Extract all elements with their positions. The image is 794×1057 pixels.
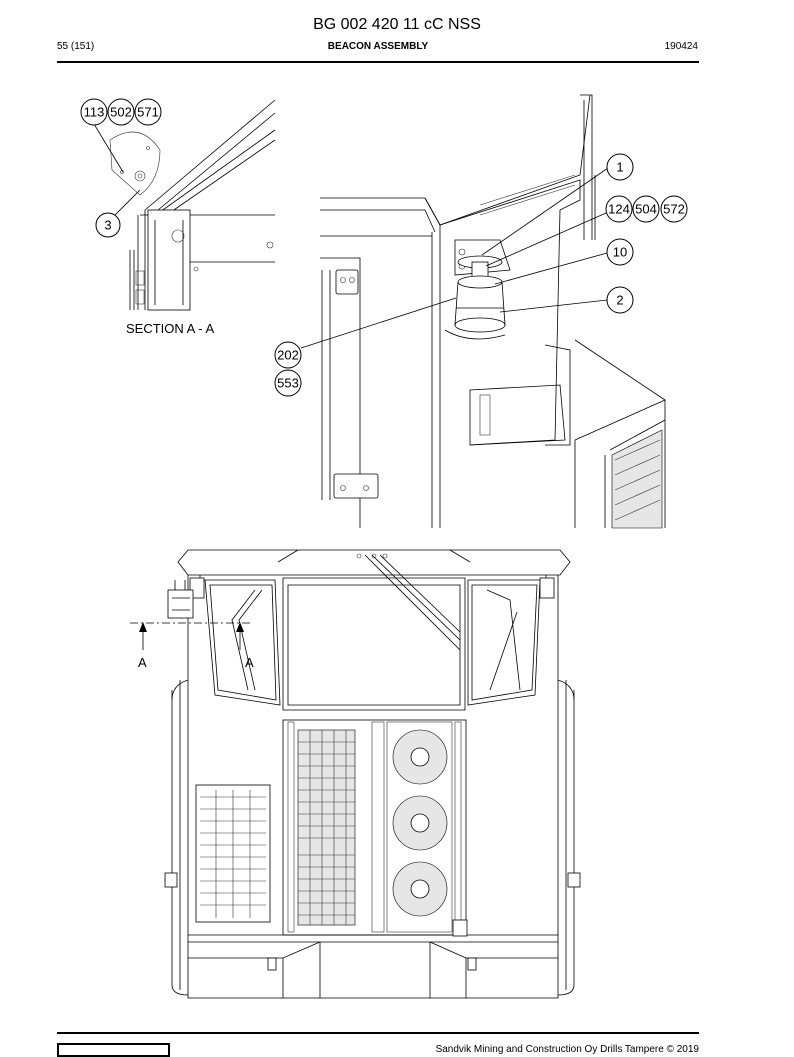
section-marker-left: A	[138, 655, 147, 670]
callout-202: 202	[274, 341, 302, 369]
svg-text:202: 202	[277, 348, 299, 363]
svg-text:571: 571	[137, 105, 159, 120]
svg-text:1: 1	[616, 160, 623, 175]
svg-text:2: 2	[616, 293, 623, 308]
page-reference: 55 (151)	[57, 41, 95, 52]
svg-text:10: 10	[613, 245, 627, 260]
date-code: 190424	[664, 41, 698, 52]
callout-502: 502	[107, 98, 135, 126]
svg-text:113: 113	[84, 105, 105, 120]
svg-text:124: 124	[608, 202, 630, 217]
page-title: BEACON ASSEMBLY	[327, 41, 429, 52]
rear-view-drawing	[130, 549, 581, 999]
footer-rule	[57, 1032, 699, 1034]
svg-text:572: 572	[663, 202, 685, 217]
callout-124: 124	[605, 195, 633, 223]
isometric-beacon-drawing	[320, 94, 666, 529]
callout-571: 571	[134, 98, 162, 126]
svg-text:3: 3	[104, 218, 111, 233]
section-label: SECTION A - A	[126, 321, 214, 336]
document-id: BG 002 420 11 cC NSS	[313, 16, 481, 33]
callout-10: 10	[606, 238, 634, 266]
svg-text:502: 502	[110, 105, 132, 120]
section-marker-right: A	[245, 655, 254, 670]
brand-logo	[57, 1043, 170, 1057]
callout-1: 1	[606, 153, 634, 181]
section-detail-drawing	[93, 99, 276, 311]
callout-504: 504	[632, 195, 660, 223]
svg-text:553: 553	[277, 376, 299, 391]
callout-113: 113	[80, 98, 108, 126]
callout-553: 553	[274, 369, 302, 397]
callout-2: 2	[606, 286, 634, 314]
callout-572: 572	[660, 195, 688, 223]
header-rule	[57, 61, 699, 63]
footer-copyright: Sandvik Mining and Construction Oy Drill…	[435, 1044, 699, 1055]
callout-3: 3	[95, 212, 121, 238]
svg-text:504: 504	[635, 202, 657, 217]
callout-leaders-iso	[300, 167, 609, 349]
